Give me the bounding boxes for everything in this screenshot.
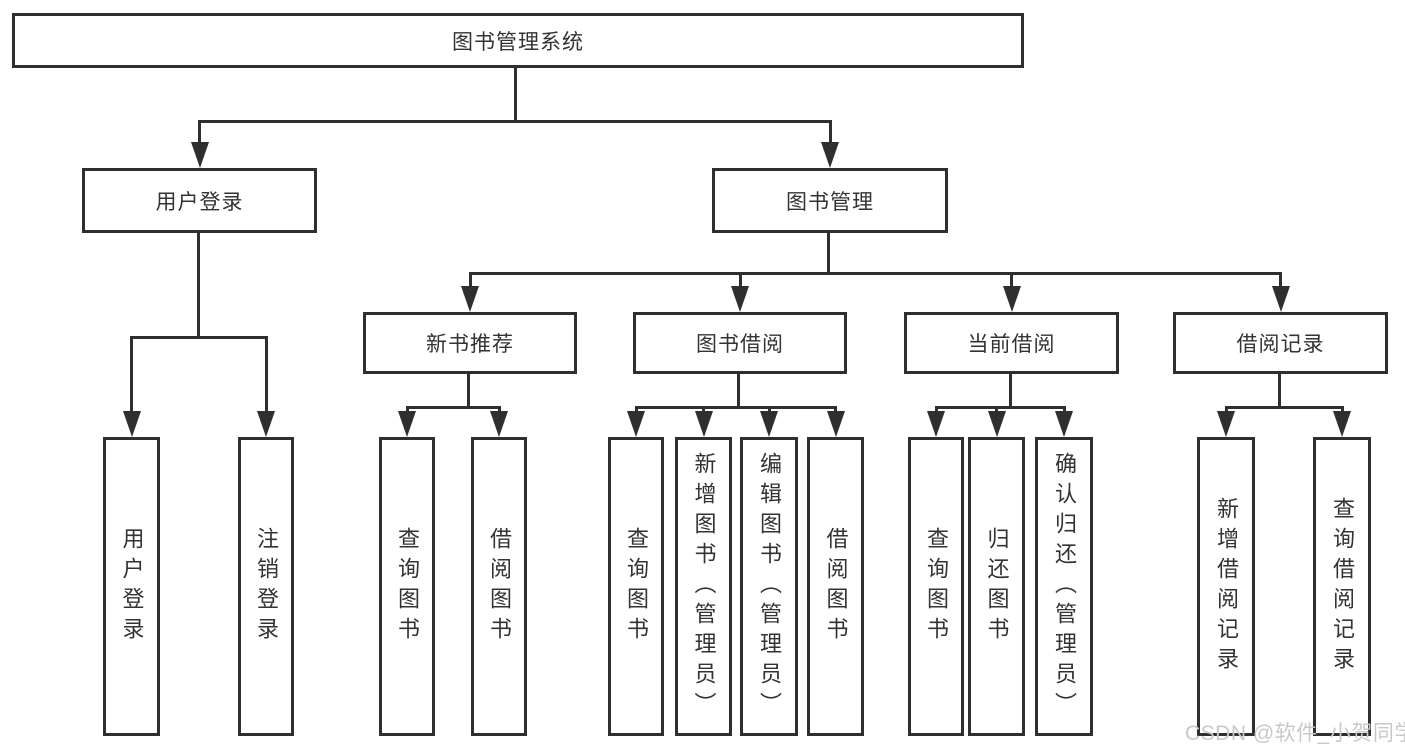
connector-line [738,272,742,288]
connector-line [737,374,740,409]
connector-line [828,120,832,144]
arrow-down-icon [257,411,275,437]
connector-line [634,406,638,413]
csdn-watermark: CSDN @软件_小贺同学 [1185,722,1405,745]
connector-line [767,406,771,413]
leaf-add-borrow-record-label: 新增借阅记录 [1214,496,1239,677]
arrow-down-icon [627,411,645,437]
node-user-login-label: 用户登录 [155,190,244,214]
arrow-down-icon [1217,411,1235,437]
connector-line [634,406,837,409]
leaf-edit-book-admin: 编辑图书（管理员） [740,437,798,736]
node-book-management: 图书管理 [712,168,948,233]
connector-line [130,336,268,339]
arrow-down-icon [461,286,479,312]
node-book-management-label: 图书管理 [786,190,874,214]
connector-line [1010,272,1013,288]
connector-line [467,374,470,409]
arrow-down-icon [1002,286,1021,312]
leaf-add-book-admin: 新增图书（管理员） [675,437,732,736]
leaf-return-book: 归还图书 [968,437,1025,736]
leaf-logout-label: 注销登录 [254,526,279,647]
node-book-borrow: 图书借阅 [633,312,847,374]
connector-line [198,120,201,144]
leaf-query-book-current: 查询图书 [908,437,964,736]
connector-line [497,406,501,413]
leaf-confirm-return-admin-label: 确认归还（管理员） [1052,451,1077,722]
connector-line [264,336,268,413]
leaf-edit-book-admin-label: 编辑图书（管理员） [757,451,782,722]
leaf-query-book-current-label: 查询图书 [924,526,949,647]
connector-line [934,406,1066,409]
arrow-down-icon [490,411,508,437]
connector-line [1277,374,1281,409]
node-user-login: 用户登录 [82,168,317,233]
leaf-query-borrow-record: 查询借阅记录 [1313,437,1371,736]
connector-line [702,406,705,413]
leaf-borrow-book-recommend: 借阅图书 [471,437,527,736]
connector-line [468,272,472,288]
leaf-user-login: 用户登录 [103,437,160,736]
node-current-borrow: 当前借阅 [904,312,1119,374]
arrow-down-icon [826,411,845,437]
connector-line [1008,374,1012,409]
connector-line [1062,406,1066,413]
node-borrow-records: 借阅记录 [1173,312,1388,374]
arrow-down-icon [1333,411,1351,437]
connector-line [198,120,832,123]
connector-line [514,68,517,120]
arrow-down-icon [694,411,713,437]
connector-line [834,406,837,413]
connector-line [934,406,938,413]
leaf-query-book-borrow: 查询图书 [608,437,664,736]
node-root-label: 图书管理系统 [452,30,584,54]
arrow-down-icon [731,286,749,312]
arrow-down-icon [398,411,416,437]
arrow-down-icon [122,411,141,437]
arrow-down-icon [927,411,945,437]
leaf-borrow-book-recommend-label: 借阅图书 [487,526,512,647]
connector-line [130,336,133,413]
arrow-down-icon [190,142,209,168]
connector-line [1340,406,1344,413]
arrow-down-icon [760,411,778,437]
node-borrow-records-label: 借阅记录 [1236,333,1325,356]
connector-line [995,406,998,413]
leaf-query-book-borrow-label: 查询图书 [624,526,649,647]
leaf-user-login-label: 用户登录 [119,526,145,647]
connector-line [1224,406,1228,413]
leaf-query-book-recommend: 查询图书 [379,437,435,736]
leaf-query-book-recommend-label: 查询图书 [395,526,420,647]
connector-line [827,233,830,274]
connector-line [405,406,409,413]
connector-line [468,272,1282,275]
leaf-confirm-return-admin: 确认归还（管理员） [1035,437,1093,736]
connector-line [405,406,501,409]
connector-line [1224,406,1344,409]
node-new-book-recommend: 新书推荐 [363,312,577,374]
leaf-add-book-admin-label: 新增图书（管理员） [691,451,717,722]
arrow-down-icon [1055,411,1073,437]
leaf-borrow-book-borrow: 借阅图书 [807,437,864,736]
connector-line [196,233,200,338]
leaf-return-book-label: 归还图书 [984,526,1010,647]
node-new-book-recommend-label: 新书推荐 [426,333,514,356]
leaf-query-borrow-record-label: 查询借阅记录 [1330,496,1355,677]
arrow-down-icon [821,142,839,168]
node-root: 图书管理系统 [12,13,1024,68]
leaf-logout: 注销登录 [238,437,294,736]
node-book-borrow-label: 图书借阅 [696,333,784,356]
leaf-add-borrow-record: 新增借阅记录 [1197,437,1255,736]
leaf-borrow-book-borrow-label: 借阅图书 [823,526,849,647]
connector-line [1279,272,1282,288]
node-current-borrow-label: 当前借阅 [967,333,1056,356]
arrow-down-icon [1271,286,1290,312]
arrow-down-icon [987,411,1006,437]
